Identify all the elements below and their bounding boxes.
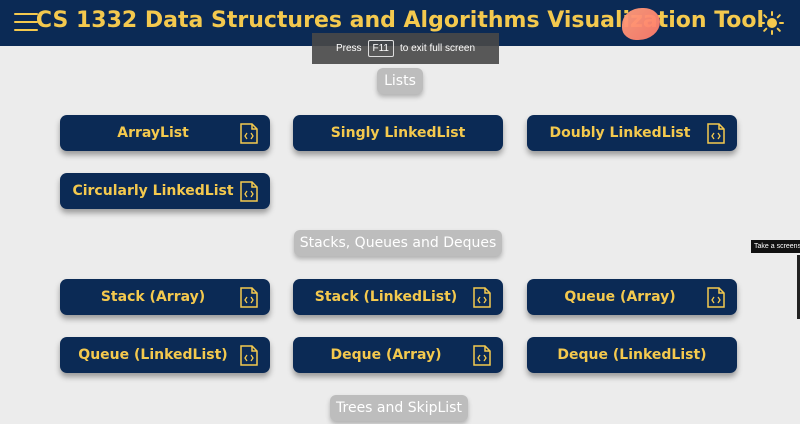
doubly-linkedlist-button[interactable]: Doubly LinkedList [527,115,737,151]
deque-array-button[interactable]: Deque (Array) [293,337,503,373]
button-label: Queue (LinkedList) [78,347,228,363]
deque-linkedlist-button[interactable]: Deque (LinkedList) [527,337,737,373]
screenshot-tooltip: Take a screenshot [751,240,800,253]
code-file-icon[interactable] [707,123,725,144]
code-file-icon[interactable] [707,287,725,308]
button-label: Stack (LinkedList) [314,289,458,305]
singly-linkedlist-button[interactable]: Singly LinkedList [293,115,503,151]
page-title: CS 1332 Data Structures and Algorithms V… [35,8,765,33]
code-file-icon[interactable] [240,181,258,202]
arraylist-button[interactable]: ArrayList [60,115,270,151]
stack-linkedlist-button[interactable]: Stack (LinkedList) [293,279,503,315]
code-file-icon[interactable] [240,345,258,366]
code-file-icon[interactable] [473,287,491,308]
section-label-lists: Lists [377,68,423,94]
fullscreen-toast: Press F11 to exit full screen [312,33,499,64]
queue-array-button[interactable]: Queue (Array) [527,279,737,315]
button-label: Stack (Array) [100,289,206,305]
button-label: ArrayList [117,125,189,141]
f11-key-badge: F11 [367,40,394,57]
hamburger-menu-icon[interactable] [14,12,38,32]
stack-array-button[interactable]: Stack (Array) [60,279,270,315]
scrollbar-thumb[interactable] [797,255,800,319]
sun-icon[interactable] [760,11,784,35]
section-label-stacks-queues-deques: Stacks, Queues and Deques [294,230,502,256]
floating-blob-icon [622,8,660,40]
code-file-icon[interactable] [473,345,491,366]
button-label: Queue (Array) [564,289,676,305]
circularly-linkedlist-button[interactable]: Circularly LinkedList [60,173,270,209]
code-file-icon[interactable] [240,123,258,144]
toast-prefix: Press [335,43,362,54]
toast-suffix: to exit full screen [400,43,476,54]
button-label: Singly LinkedList [330,125,466,141]
button-label: Deque (LinkedList) [557,347,707,363]
queue-linkedlist-button[interactable]: Queue (LinkedList) [60,337,270,373]
button-label: Circularly LinkedList [72,183,234,199]
button-label: Deque (Array) [330,347,442,363]
button-label: Doubly LinkedList [549,125,691,141]
section-label-trees-skiplist: Trees and SkipList [330,395,468,421]
code-file-icon[interactable] [240,287,258,308]
